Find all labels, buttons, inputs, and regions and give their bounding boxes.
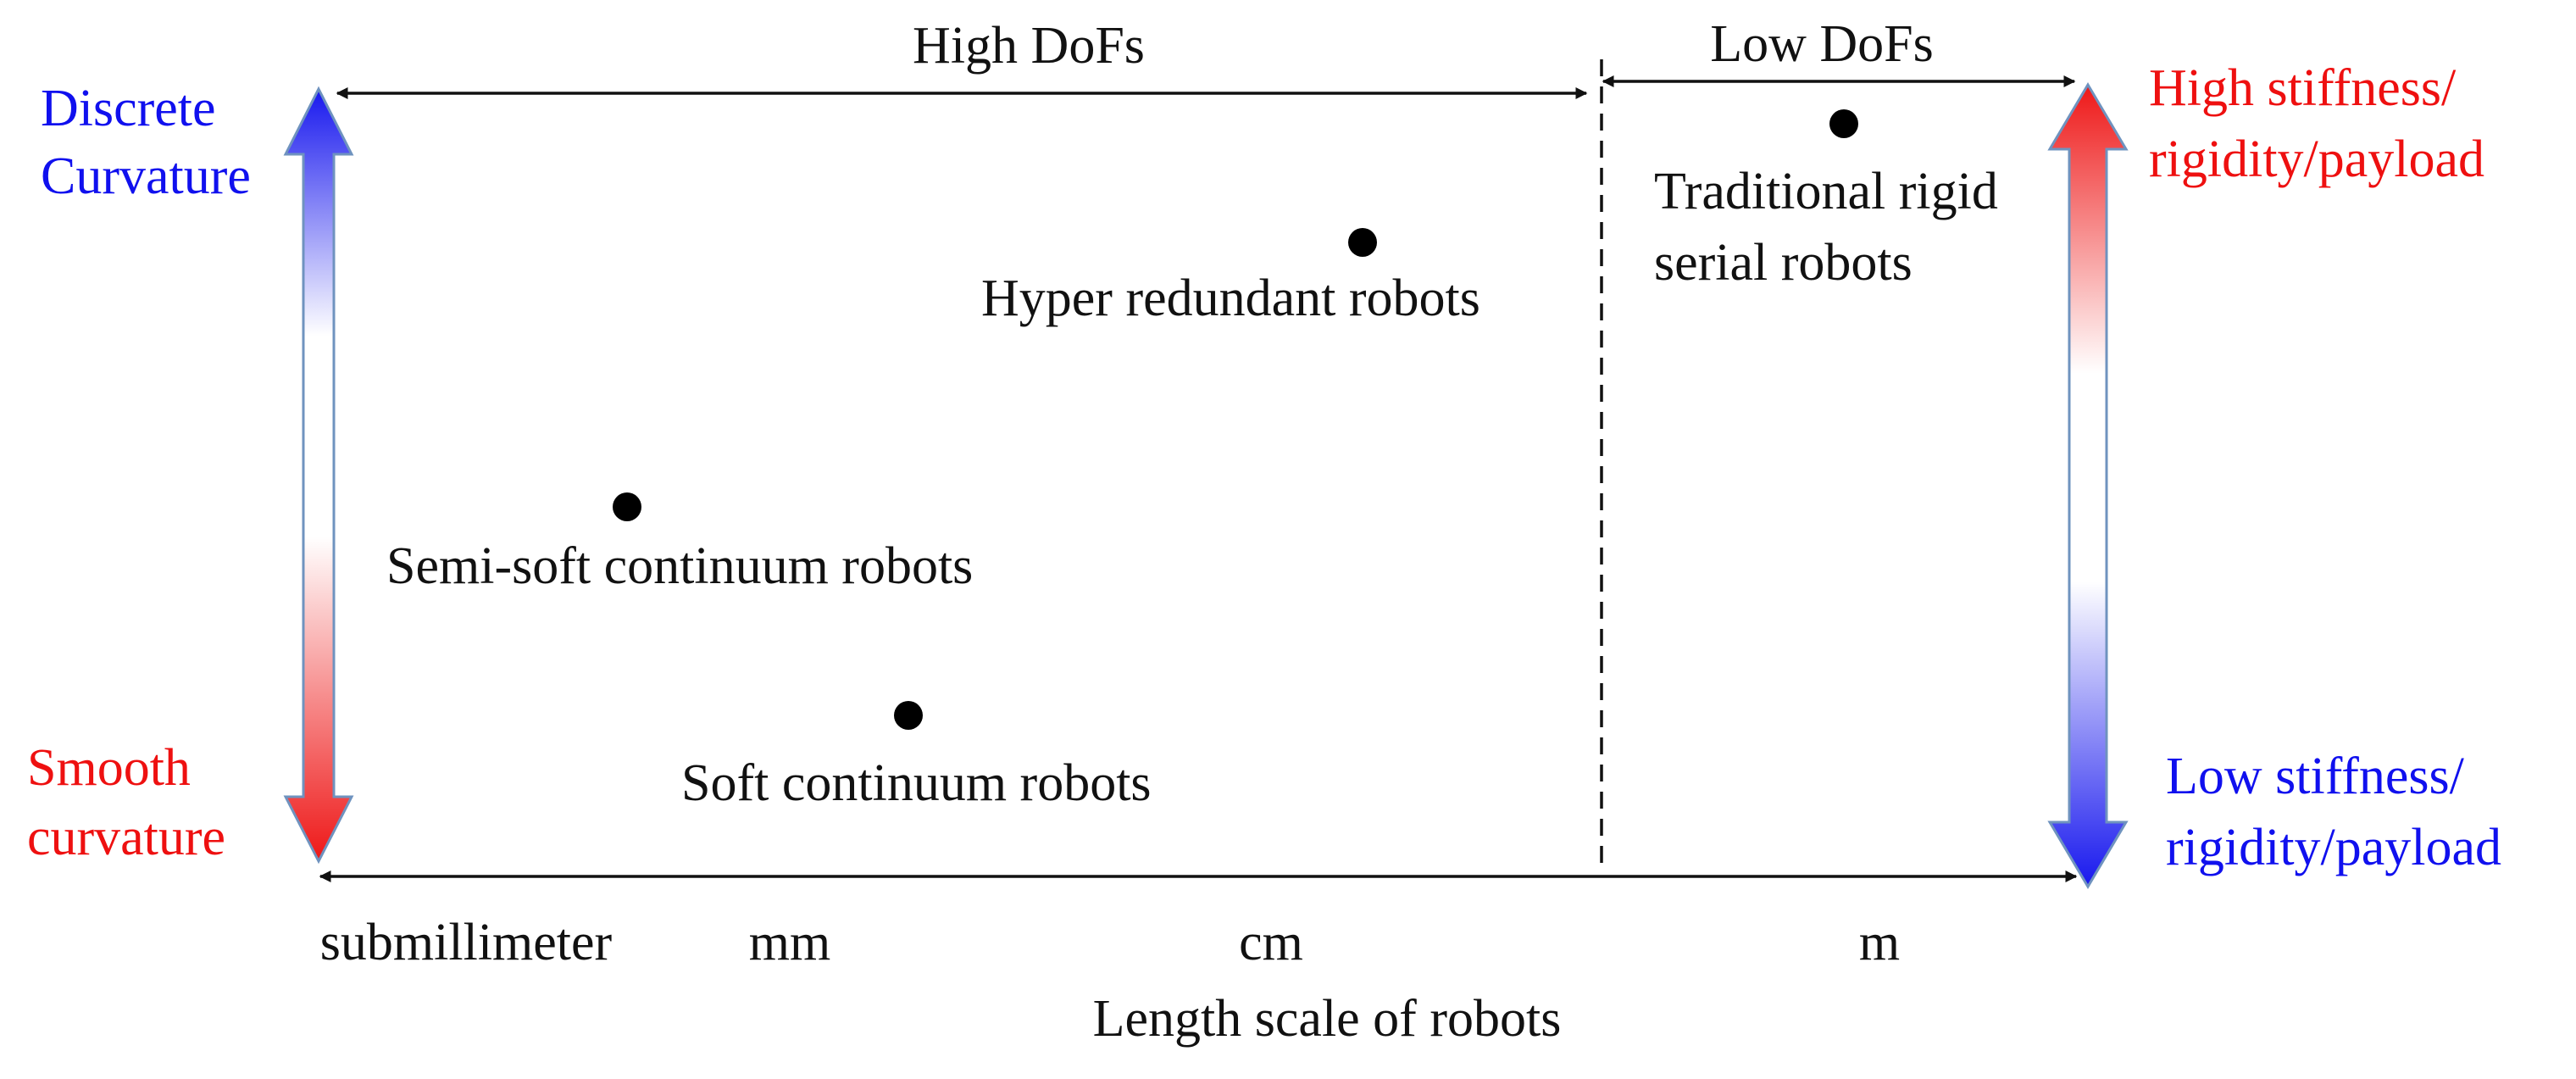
x-tick-m: m — [1859, 914, 1900, 971]
low-stiffness-label-line2: rigidity/payload — [2166, 819, 2501, 876]
soft-continuum-robots-label: Soft continuum robots — [681, 754, 1152, 812]
soft-continuum-robots-point — [894, 701, 923, 730]
x-tick-submillimeter: submillimeter — [320, 914, 613, 971]
high-stiffness-label-line2: rigidity/payload — [2149, 131, 2484, 188]
semi-soft-continuum-robots-point — [613, 492, 641, 521]
stiffness-scale-arrow — [2047, 82, 2129, 889]
smooth-curvature-label-line2: curvature — [27, 809, 225, 866]
discrete-curvature-label-line2: Curvature — [41, 147, 251, 205]
low-dofs-label: Low DoFs — [1710, 15, 1934, 73]
high-stiffness-label-line1: High stiffness/ — [2149, 59, 2457, 117]
traditional-rigid-robots-label-line2: serial robots — [1654, 234, 1913, 292]
curvature-scale-arrow — [283, 86, 354, 865]
x-axis-title: Length scale of robots — [1093, 990, 1562, 1048]
hyper-redundant-robots-label: Hyper redundant robots — [981, 270, 1480, 327]
semi-soft-continuum-robots-label: Semi-soft continuum robots — [386, 537, 973, 595]
x-tick-cm: cm — [1239, 914, 1303, 971]
low-stiffness-label-line1: Low stiffness/ — [2166, 748, 2465, 805]
traditional-rigid-robots-label-line1: Traditional rigid — [1654, 163, 1998, 220]
traditional-rigid-robots-point — [1829, 109, 1858, 138]
smooth-curvature-label-line1: Smooth — [27, 739, 191, 797]
hyper-redundant-robots-point — [1348, 228, 1377, 257]
discrete-curvature-label-line1: Discrete — [41, 80, 216, 137]
x-tick-mm: mm — [749, 914, 830, 971]
high-dofs-label: High DoFs — [913, 17, 1145, 75]
